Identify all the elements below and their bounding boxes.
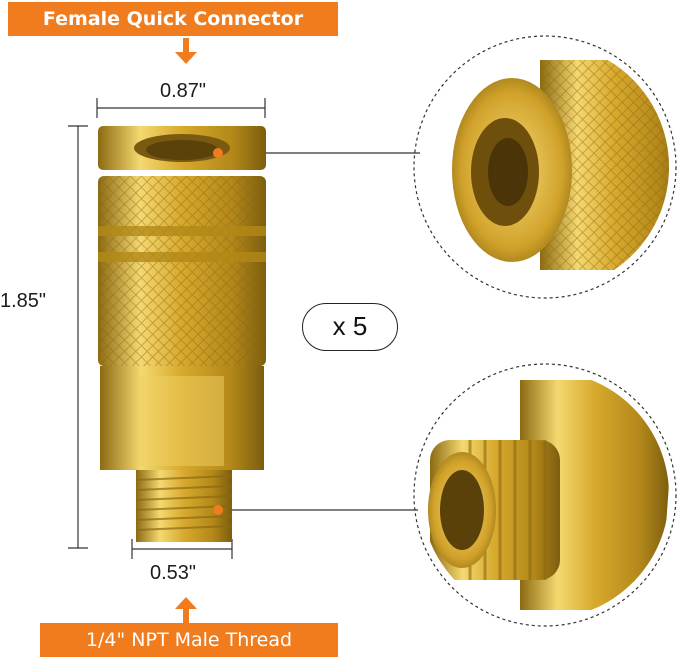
marker-dot [213,148,223,158]
marker-dot [213,505,223,515]
height-dimension: 1.85" [0,290,47,312]
zoom-male-thread [413,363,677,627]
dimension-lines [68,98,420,559]
arrow-down-icon [175,38,197,64]
bottom-width-dimension: 0.53" [150,562,197,584]
top-width-dimension: 0.87" [160,80,207,102]
quantity-badge: x 5 [302,303,398,351]
connector-body [98,126,266,542]
npt-male-thread-banner: 1/4" NPT Male Thread [40,623,338,657]
zoom-female-end [413,35,677,299]
arrow-up-icon [175,597,197,623]
female-quick-connector-banner: Female Quick Connector [8,2,338,36]
